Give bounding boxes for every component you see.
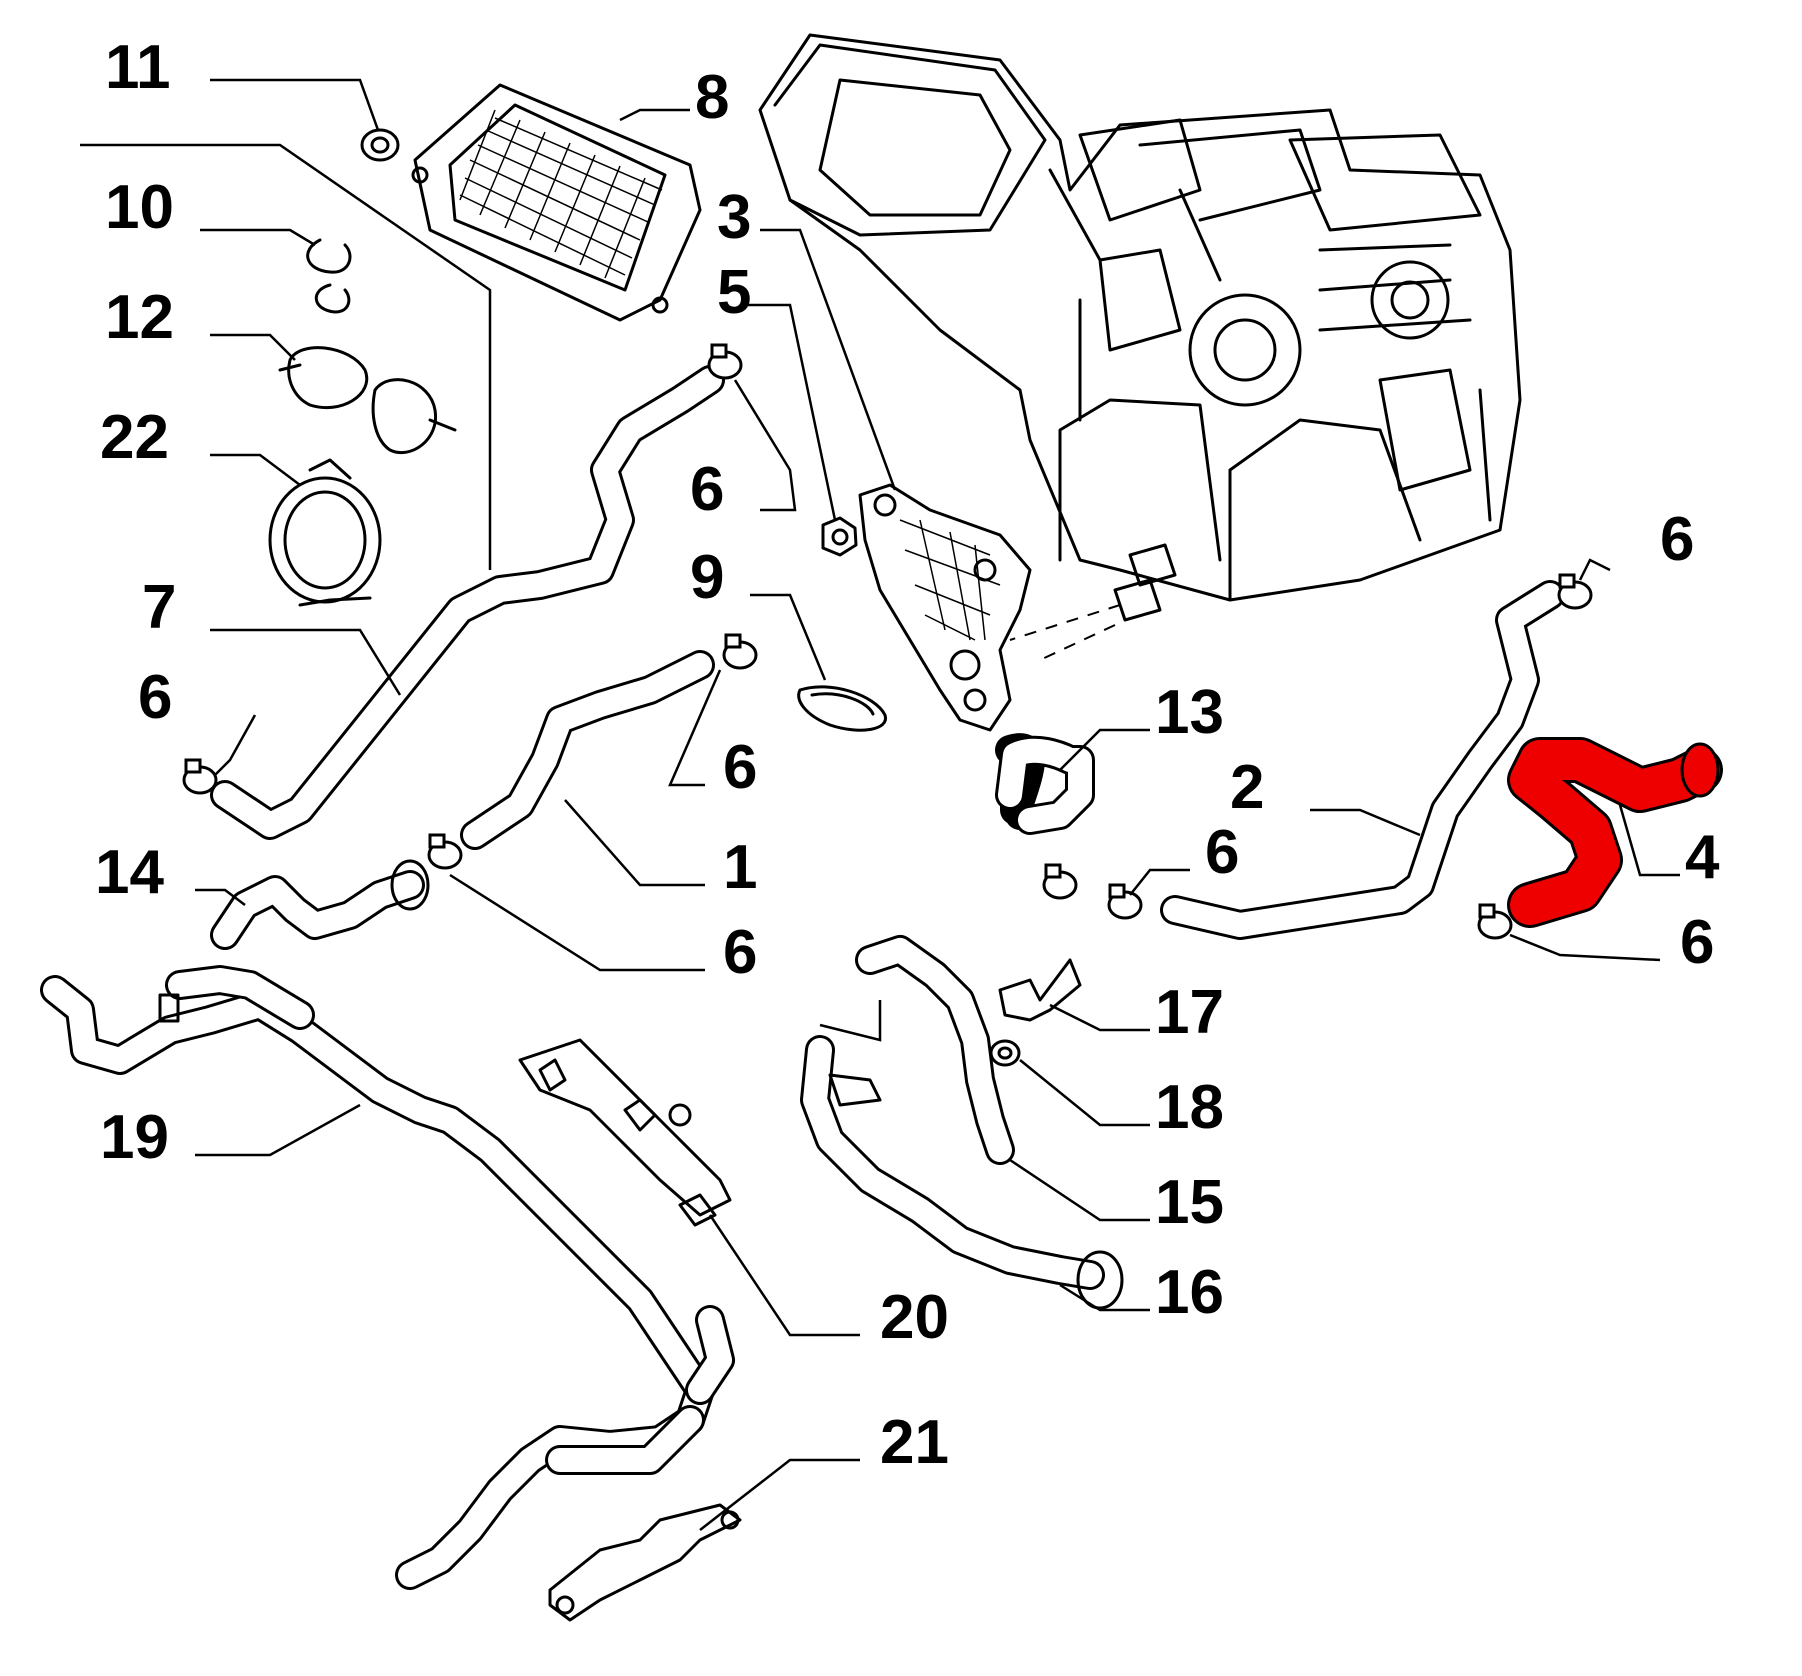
clamp-6-g	[1042, 863, 1078, 900]
callout-6-lower-mid: 6	[723, 918, 757, 987]
part-3-mounting-plate	[858, 483, 1032, 732]
callout-6-upper-left: 6	[690, 455, 724, 524]
callout-7: 7	[142, 573, 176, 642]
part-11-grommet	[360, 128, 400, 162]
part-5-nut	[821, 516, 858, 557]
part-2-hose	[1160, 580, 1565, 940]
callout-2: 2	[1230, 753, 1264, 822]
callout-4: 4	[1685, 823, 1720, 892]
alignment-dashes	[1009, 604, 1121, 661]
callout-21: 21	[880, 1408, 949, 1477]
callout-13: 13	[1155, 678, 1224, 747]
callout-3: 3	[717, 183, 751, 252]
callout-5: 5	[717, 258, 751, 327]
callout-6-left: 6	[138, 663, 172, 732]
callout-6-lower-right: 6	[1680, 908, 1714, 977]
callout-19: 19	[100, 1103, 169, 1172]
callout-8: 8	[695, 63, 729, 132]
part-22-ring-clamp	[268, 458, 382, 607]
callout-15: 15	[1155, 1168, 1224, 1237]
callout-11: 11	[105, 33, 171, 102]
clamp-6-a	[707, 343, 743, 380]
clamp-6-h	[1477, 903, 1513, 940]
part-9-gasket	[797, 685, 887, 732]
part-6-clamps	[182, 343, 1593, 940]
part-7-hose	[210, 365, 725, 840]
callout-12: 12	[105, 283, 174, 352]
callout-14: 14	[95, 838, 164, 907]
part-18-grommet	[989, 1039, 1021, 1067]
callout-9: 9	[690, 543, 724, 612]
part-20-bracket	[518, 1038, 732, 1227]
part-8-filter-grille	[411, 83, 702, 322]
clamp-6-d	[427, 833, 463, 870]
part-13-hose	[995, 733, 1095, 835]
hvac-housing-unit	[758, 33, 1522, 622]
leader-lines	[80, 78, 1680, 1531]
part-15-hose	[855, 935, 1015, 1165]
callout-22: 22	[100, 403, 169, 472]
part-10-clip	[306, 238, 352, 314]
clamp-6-b	[722, 633, 758, 670]
callout-1: 1	[723, 833, 757, 902]
part-1-hose	[460, 650, 715, 850]
red-hose	[1510, 740, 1720, 925]
clamp-6-e	[1557, 573, 1593, 610]
part-12-double-clamp	[278, 346, 457, 455]
part-14-hose	[210, 859, 430, 950]
callout-17: 17	[1155, 978, 1224, 1047]
part-16-hose	[800, 1035, 1124, 1310]
part-21-bracket	[548, 1503, 742, 1622]
callout-6-center-right: 6	[1205, 818, 1239, 887]
callout-labels: 11 8 10 3 12 5 22 6 9 6 7 6 6 13 2 6 4 1…	[95, 33, 1720, 1477]
part-17-bracket	[998, 958, 1082, 1022]
callout-6-upper-right: 6	[1660, 505, 1694, 574]
clamp-6-c	[182, 758, 218, 795]
clamp-6-f	[1107, 883, 1143, 920]
part-4-hose-highlighted	[1507, 737, 1723, 928]
callout-16: 16	[1155, 1258, 1224, 1327]
callout-20: 20	[880, 1283, 949, 1352]
callout-10: 10	[105, 173, 174, 242]
callout-18: 18	[1155, 1073, 1224, 1142]
part-19-pipe-assembly	[40, 965, 735, 1590]
callout-6-mid: 6	[723, 733, 757, 802]
